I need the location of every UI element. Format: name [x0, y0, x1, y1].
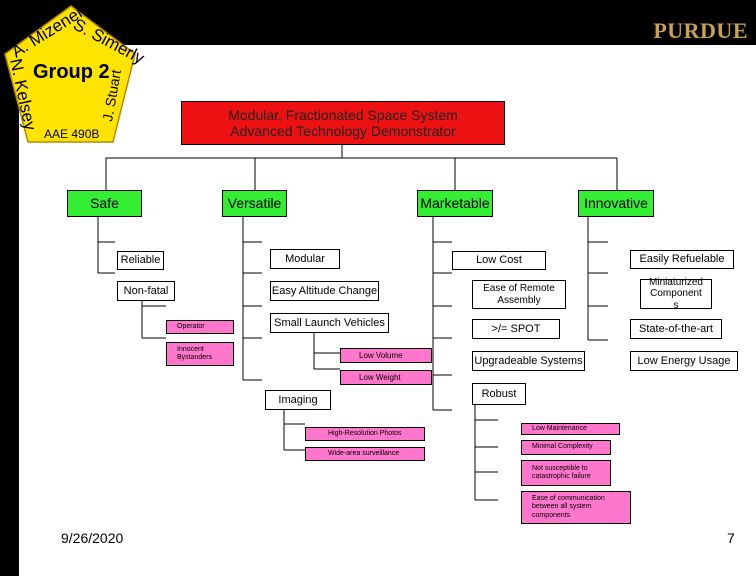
ease-comm-line1: Ease of communication: [532, 495, 605, 503]
mini-line2: Component: [650, 288, 702, 300]
category-versatile: Versatile: [222, 190, 287, 217]
node-reliable: Reliable: [117, 251, 164, 270]
node-minimal-complexity: Minimal Complexity: [521, 440, 611, 455]
node-bystanders: Innocent Bystanders: [166, 342, 234, 366]
node-wide-area: Wide-area surveillance: [305, 447, 425, 461]
node-modular: Modular: [270, 249, 340, 269]
root-node: Modular, Fractionated Space System Advan…: [181, 101, 505, 145]
category-safe: Safe: [67, 190, 142, 217]
brand-logo: PURDUE: [653, 18, 748, 43]
not-susceptible-line1: Not susceptible to: [532, 464, 588, 472]
bystanders-line1: Innocent: [177, 345, 204, 353]
category-marketable: Marketable: [417, 190, 493, 217]
remote-line2: Assembly: [497, 294, 541, 306]
node-operator: Operator: [166, 320, 234, 334]
node-high-res: High-Resolution Photos: [305, 427, 425, 441]
node-imaging: Imaging: [265, 390, 331, 410]
bystanders-line2: Bystanders: [177, 354, 213, 361]
node-low-weight: Low Weight: [340, 370, 432, 385]
mini-line1: Miniaturized: [649, 276, 703, 288]
not-susceptible-line2: catastrophic failure: [532, 473, 591, 480]
root-label-line2: Advanced Technology Demonstrator: [230, 123, 456, 139]
node-spot: >/= SPOT: [472, 319, 560, 339]
node-state-of-art: State-of-the-art: [630, 319, 722, 339]
node-not-susceptible: Not susceptible to catastrophic failure: [521, 460, 611, 486]
node-non-fatal: Non-fatal: [117, 281, 175, 301]
footer-page-number: 7: [727, 530, 735, 546]
node-ease-communication: Ease of communication between all system…: [521, 491, 631, 524]
remote-line1: Ease of Remote: [483, 283, 555, 294]
header-bar: [0, 0, 756, 45]
badge-course: AAE 490B: [44, 127, 99, 141]
category-innovative: Innovative: [578, 190, 654, 217]
badge-pentagon: [4, 5, 136, 143]
node-miniaturized: Miniaturized Component s: [640, 276, 712, 311]
node-low-maintenance: Low Maintenance: [521, 423, 620, 435]
node-refuelable: Easily Refuelable: [630, 250, 734, 269]
root-label-line1: Modular, Fractionated Space System: [228, 106, 458, 123]
node-low-volume: Low Volume: [340, 348, 432, 363]
node-low-cost: Low Cost: [452, 251, 546, 270]
node-altitude-change: Easy Altitude Change: [270, 281, 379, 301]
ease-comm-line3: components: [532, 511, 571, 519]
node-small-launch: Small Launch Vehicles: [270, 313, 389, 333]
footer-date: 9/26/2020: [61, 530, 124, 546]
ease-comm-line2: between all system: [532, 503, 592, 511]
node-upgradeable: Upgradeable Systems: [472, 351, 585, 371]
left-bar: [0, 0, 19, 576]
badge-group: Group 2: [33, 61, 110, 83]
node-low-energy: Low Energy Usage: [630, 351, 738, 371]
node-remote-assembly: Ease of Remote Assembly: [472, 280, 566, 309]
group-badge: S. Simerly J. Stuart N. Kelsey A. Mizene…: [4, 2, 148, 143]
mini-line3: s: [673, 299, 679, 311]
node-robust: Robust: [472, 383, 526, 405]
